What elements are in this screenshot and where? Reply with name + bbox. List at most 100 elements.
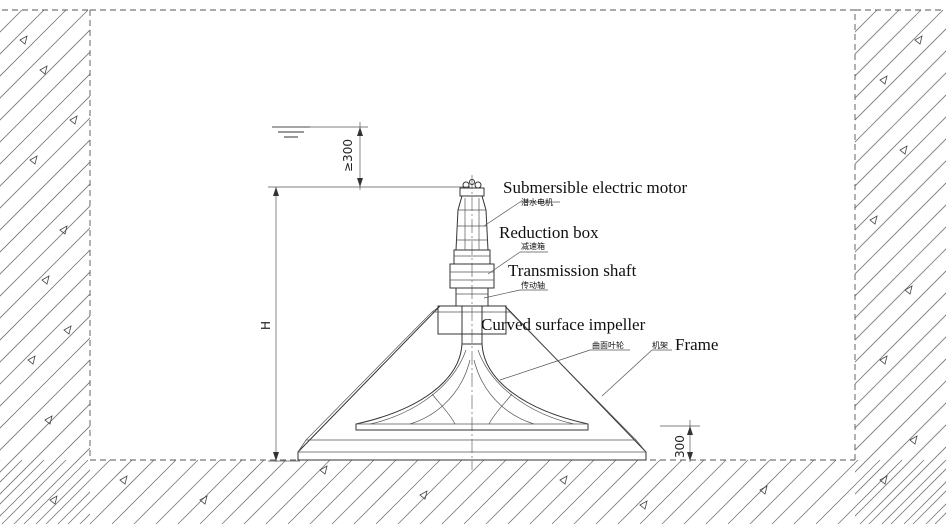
- hatch-line: [0, 337, 90, 429]
- hatch-line: [111, 460, 177, 524]
- hatch-line: [199, 460, 265, 524]
- hatch-line: [419, 460, 485, 524]
- height-label: H: [259, 321, 273, 330]
- leader-lines: [483, 201, 672, 397]
- hatch-line: [309, 460, 375, 524]
- hatch-line: [0, 95, 90, 187]
- aggregate-mark: [899, 145, 908, 155]
- aggregate-mark: [119, 475, 128, 485]
- frame: [297, 305, 647, 461]
- hatch-line: [855, 182, 946, 275]
- aggregate-mark: [419, 490, 428, 500]
- aggregate-mark: [39, 65, 48, 75]
- aggregate-mark: [319, 465, 328, 475]
- aggregate-mark: [19, 35, 28, 45]
- hatch-line: [705, 460, 771, 524]
- hatch-line: [35, 469, 90, 524]
- hatch-line: [617, 460, 683, 524]
- hatch-line: [573, 460, 639, 524]
- submersible-motor: [455, 179, 489, 251]
- shaft-label-cn: 传动轴: [521, 280, 545, 290]
- hatch-line: [0, 51, 90, 143]
- hatch-line: [815, 460, 881, 524]
- hatch-line: [0, 183, 90, 275]
- hatch-line: [0, 460, 45, 505]
- water-level-symbol: [272, 126, 368, 138]
- aggregate-mark: [559, 475, 568, 485]
- aggregate-mark: [44, 415, 53, 425]
- hatch-line: [855, 72, 946, 165]
- hatch-line: [855, 50, 946, 143]
- reduction-box-label: Reduction box: [499, 223, 599, 242]
- hatch-line: [529, 460, 595, 524]
- left-wall-hatching: [0, 10, 90, 524]
- hatch-line: [397, 460, 463, 524]
- hatch-line: [23, 460, 89, 524]
- hatch-line: [1, 460, 67, 524]
- hatch-line: [0, 10, 89, 99]
- hatch-line: [903, 481, 946, 524]
- frame-label-cn: 机架: [652, 340, 668, 350]
- curved-surface-impeller: [355, 333, 589, 431]
- hatch-line: [67, 460, 133, 524]
- right-wall-hatching: [855, 10, 946, 524]
- hatch-line: [0, 381, 90, 473]
- floor-hatching: [0, 460, 946, 524]
- hatch-line: [639, 460, 705, 524]
- hatch-line: [683, 460, 749, 524]
- hatch-line: [551, 460, 617, 524]
- impeller-label: Curved surface impeller: [481, 315, 646, 334]
- hatch-line: [331, 460, 397, 524]
- hatch-line: [375, 460, 441, 524]
- hatch-line: [0, 161, 90, 253]
- aggregate-mark: [63, 325, 72, 335]
- hatch-line: [855, 204, 946, 297]
- shaft-label: Transmission shaft: [508, 261, 637, 280]
- hatch-line: [793, 460, 859, 524]
- hatch-line: [855, 380, 946, 473]
- hatch-line: [485, 460, 551, 524]
- height-dimension: H: [259, 187, 300, 462]
- aggregate-mark: [759, 485, 768, 495]
- hatch-line: [855, 270, 946, 363]
- hatch-line: [855, 10, 944, 99]
- hatch-line: [855, 28, 946, 121]
- aggregate-mark: [914, 35, 923, 45]
- hatch-line: [0, 460, 23, 483]
- hatch-line: [0, 249, 90, 341]
- hatch-line: [881, 460, 946, 524]
- hatch-line: [855, 314, 946, 407]
- hatch-line: [771, 460, 837, 524]
- hatch-line: [727, 460, 793, 524]
- aggregate-mark: [869, 215, 878, 225]
- motor-label: Submersible electric motor: [503, 178, 687, 197]
- hatch-line: [155, 460, 221, 524]
- hatch-line: [855, 10, 922, 77]
- hatch-line: [0, 403, 90, 495]
- hatch-line: [912, 490, 946, 524]
- hatch-line: [855, 94, 946, 187]
- aggregate-mark: [904, 285, 913, 295]
- aggregate-mark: [879, 475, 888, 485]
- frame-label: Frame: [675, 335, 718, 354]
- aggregate-mark: [879, 355, 888, 365]
- hatch-line: [221, 460, 287, 524]
- aggregate-mark: [27, 355, 36, 365]
- hatch-line: [353, 460, 419, 524]
- aggregate-mark: [879, 75, 888, 85]
- top-clearance-label: ≥300: [341, 139, 355, 172]
- hatch-line: [243, 460, 309, 524]
- hatch-line: [855, 248, 946, 341]
- hatch-line: [287, 460, 353, 524]
- bottom-clearance-dimension: 300: [660, 420, 700, 462]
- hatch-line: [925, 503, 946, 524]
- bottom-clearance-label: 300: [673, 435, 687, 458]
- hatch-line: [661, 460, 727, 524]
- hatch-line: [57, 491, 90, 524]
- aggregate-mark: [59, 225, 68, 235]
- aggregate-mark: [909, 435, 918, 445]
- hatch-line: [133, 460, 199, 524]
- hatch-line: [855, 160, 946, 253]
- aggregate-mark: [199, 495, 208, 505]
